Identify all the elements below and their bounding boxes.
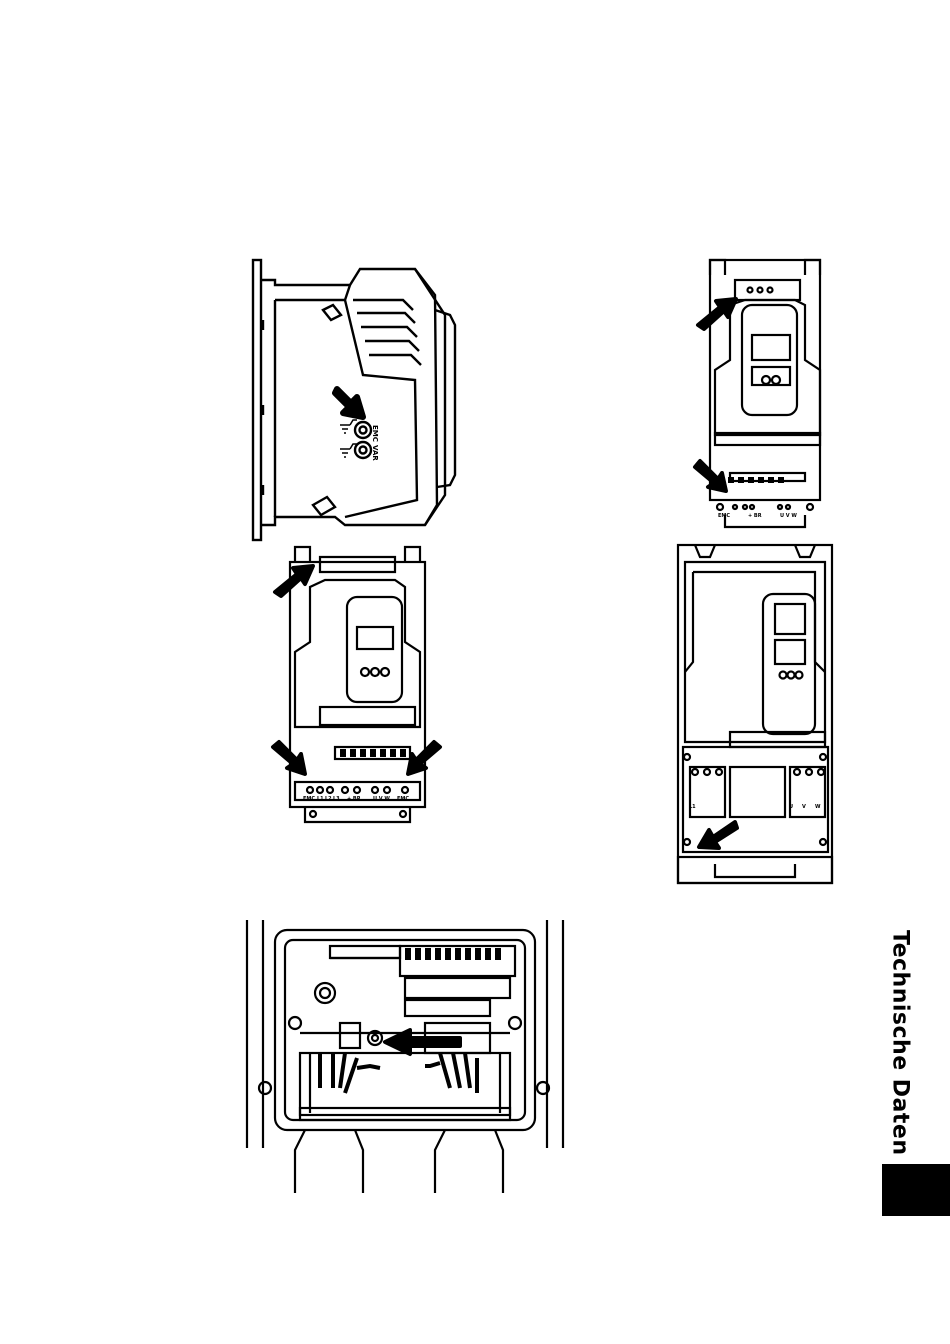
figure-frame-medium: EMC L1 L2 L3 + BR U V W EMC [265, 542, 450, 827]
frame-large-l1-label: L1 [689, 804, 696, 810]
frame-large-w-label: W [815, 804, 821, 810]
frame-medium-out-label: U V W [373, 796, 390, 802]
figure-frame-large: L1 U V W [675, 542, 835, 887]
frame-medium-emc-right-label: EMC [397, 796, 409, 802]
var-label: VAR [371, 445, 379, 461]
emc-label: EMC [371, 425, 379, 442]
frame-medium-emc-left-label: EMC [303, 796, 315, 802]
frame-medium-dc-label: + BR [347, 796, 361, 802]
frame-medium-l2-label: L2 [325, 796, 332, 802]
frame-large-u-label: U [789, 804, 793, 810]
side-tab-block [882, 1164, 950, 1216]
figure-frame-small: EMC + BR U V W [690, 255, 830, 535]
frame-medium-l3-label: L3 [333, 796, 340, 802]
side-tab-label: Technische Daten [870, 930, 930, 1160]
figure-terminal-box [245, 918, 565, 1193]
frame-large-v-label: V [802, 804, 806, 810]
frame-medium-l1-label: L1 [317, 796, 324, 802]
frame-small-dc-label: + BR [748, 513, 762, 519]
frame-small-emc-label: EMC [718, 513, 730, 519]
frame-small-out-label: U V W [780, 513, 797, 519]
figure-side-view: EMC VAR [245, 255, 465, 545]
